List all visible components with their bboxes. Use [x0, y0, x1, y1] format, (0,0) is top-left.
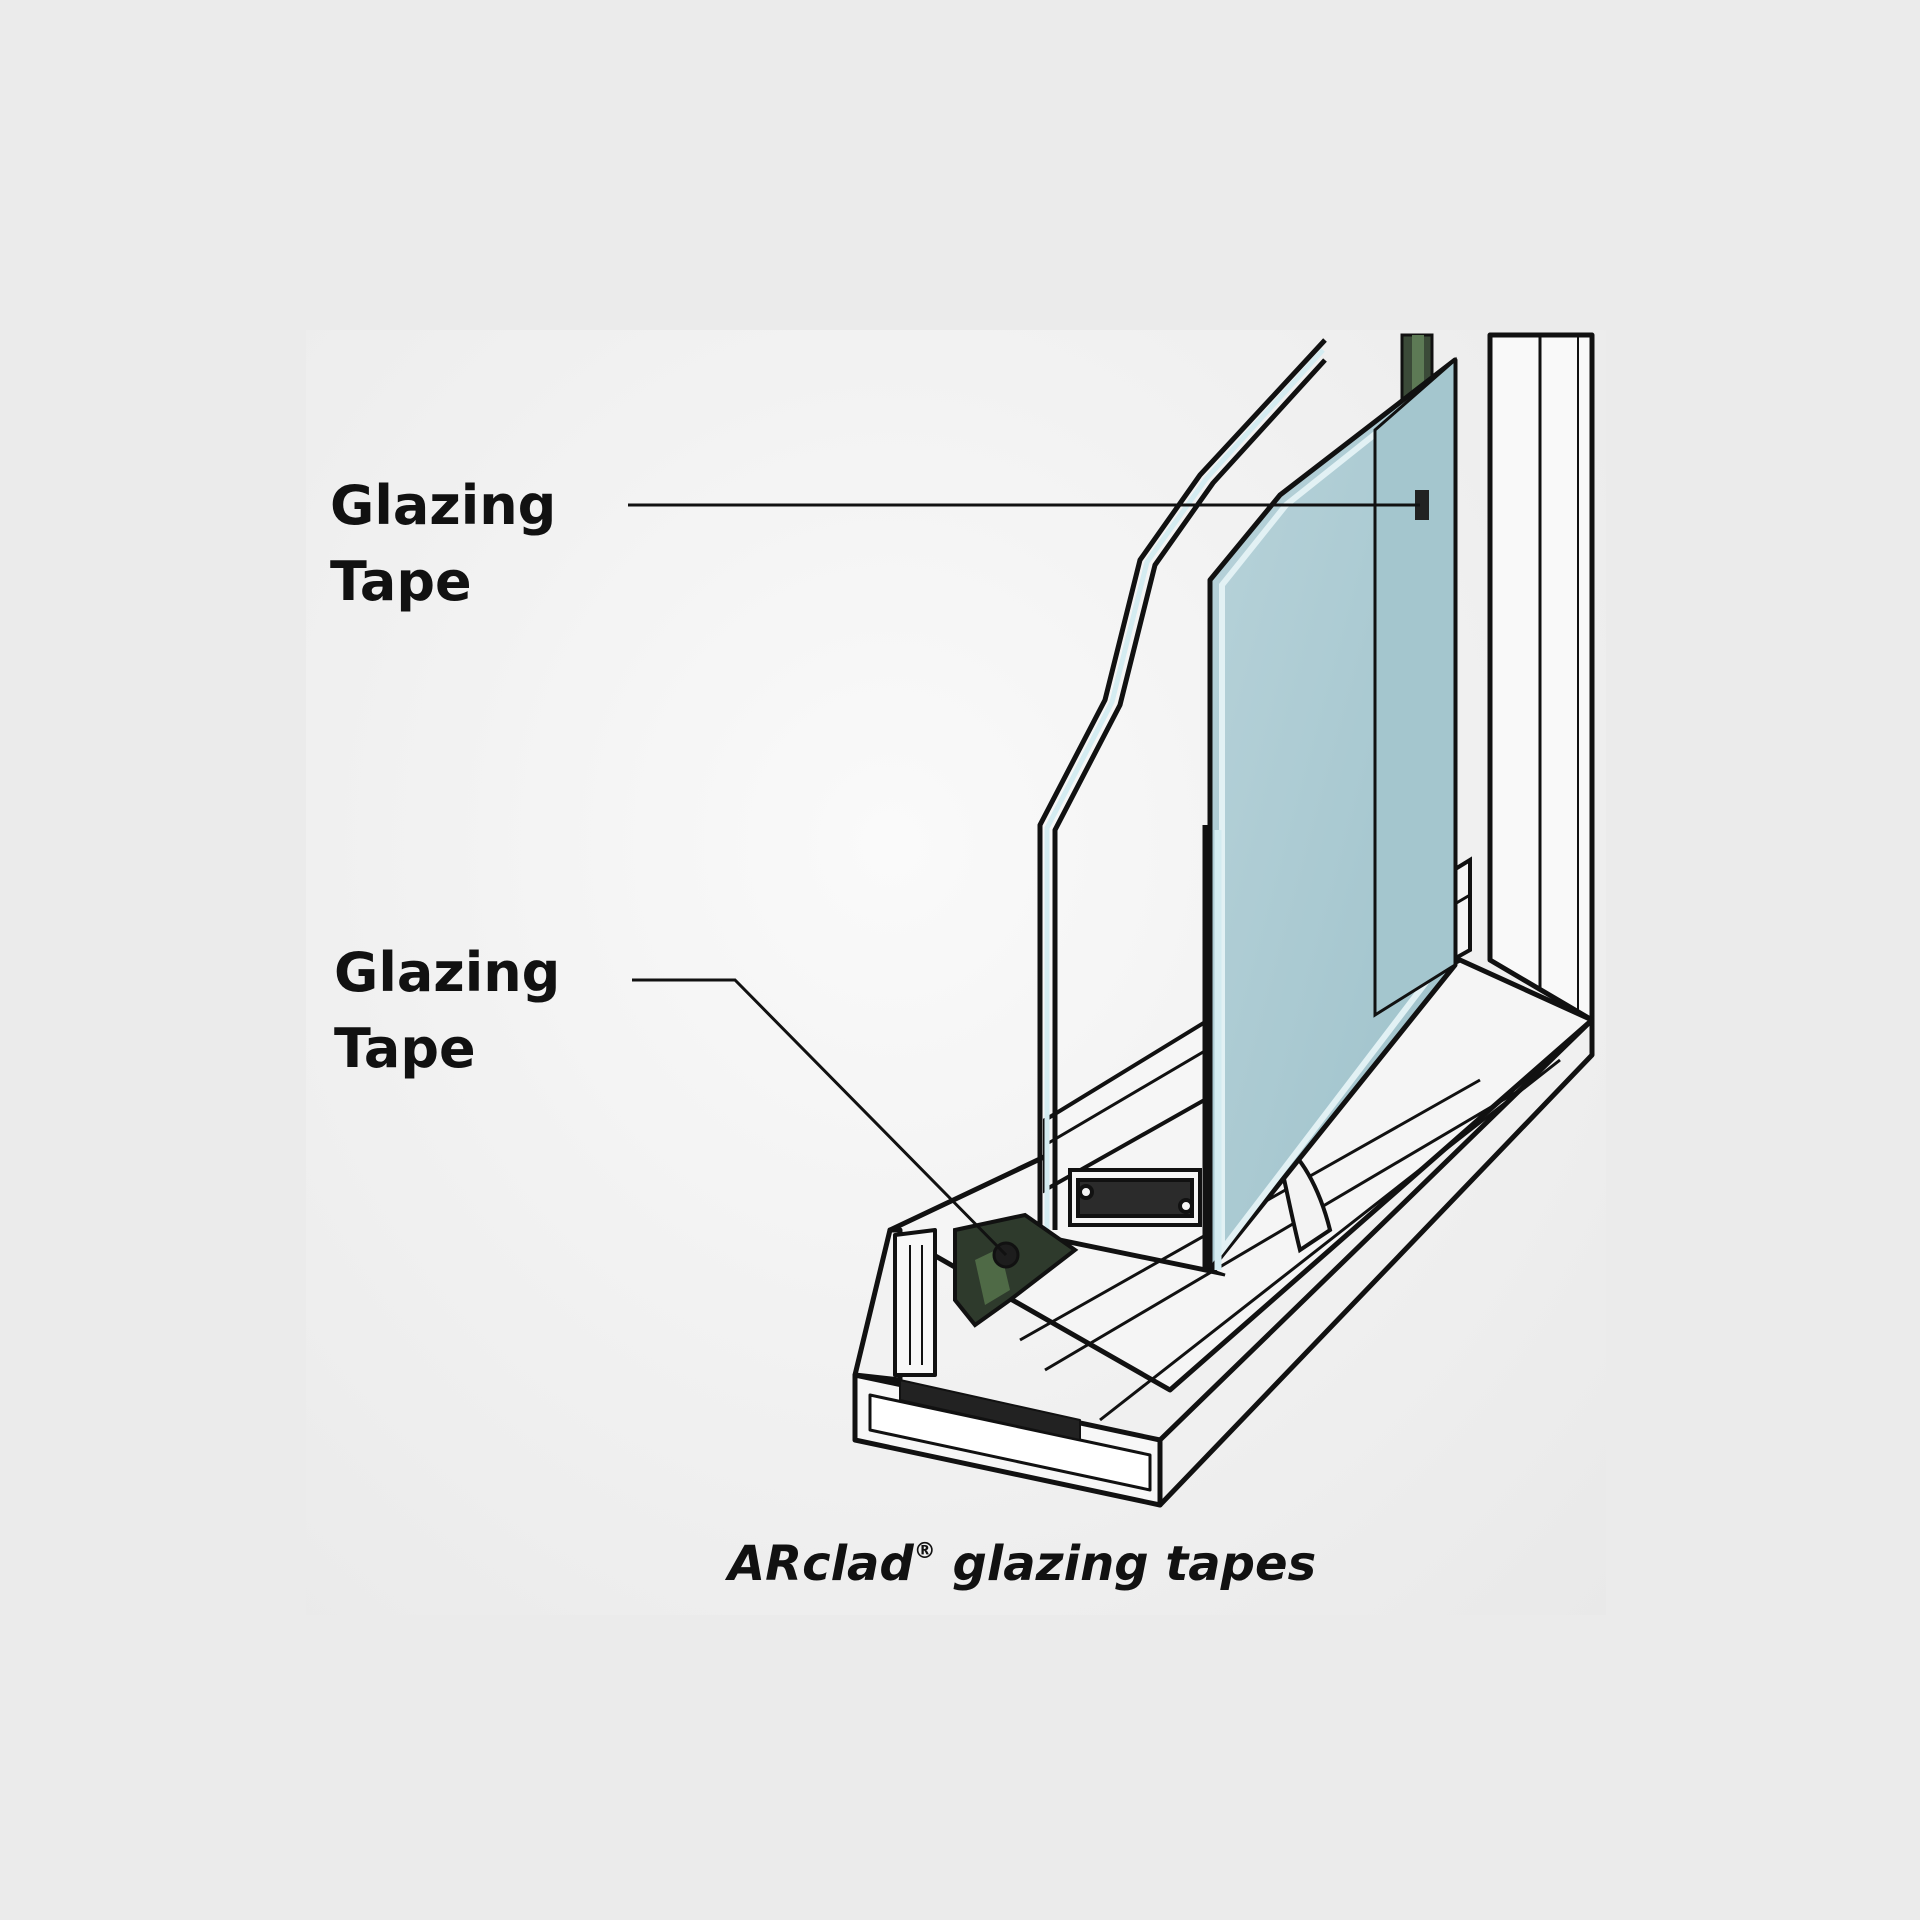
diagram-caption: ARclad® glazing tapes: [728, 1536, 1316, 1592]
leader-lines: [628, 503, 1420, 1257]
glazing-tape-bottom: [953, 1212, 1079, 1328]
callout-bottom-line1: Glazing: [334, 941, 561, 1004]
spacer-bar: [1068, 1168, 1202, 1227]
callout-glazing-tape-top: Glazing Tape: [330, 468, 556, 620]
leader-line-bottom: [632, 978, 1008, 1257]
callout-bottom-line2: Tape: [334, 1017, 476, 1080]
caption-brand: ARclad: [728, 1536, 914, 1592]
glass-pane-back: [1207, 356, 1458, 1273]
callout-glazing-tape-bottom: Glazing Tape: [334, 935, 560, 1087]
caption-text: glazing tapes: [935, 1536, 1317, 1592]
callout-top-line2: Tape: [330, 550, 472, 613]
registered-mark: ®: [913, 1539, 936, 1564]
glazing-tape-top: [1415, 490, 1429, 520]
callout-top-line1: Glazing: [330, 474, 557, 537]
glass-pane-front: [1037, 338, 1327, 1277]
window-frame: [1487, 332, 1595, 1023]
